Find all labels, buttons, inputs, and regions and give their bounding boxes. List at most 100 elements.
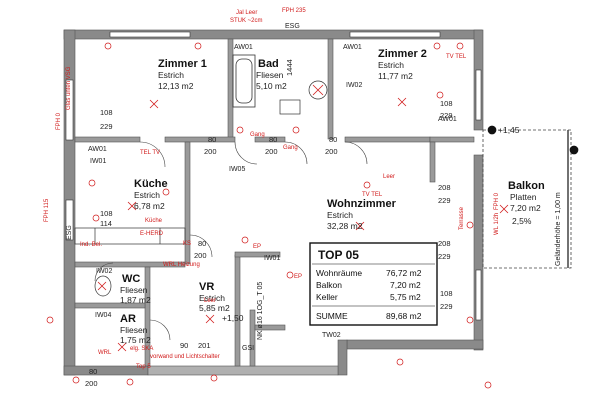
- anno-ep-1: EP: [253, 244, 261, 250]
- anno-fph235: FPH 235: [282, 8, 306, 14]
- room-name-zimmer-1: Zimmer 1: [158, 58, 207, 70]
- outlet-symbols: [46, 42, 579, 389]
- room-area-zimmer-2: 11,77 m2: [378, 71, 413, 81]
- anno-wrl-2: WRL: [98, 350, 112, 356]
- anno-vorwand: vorwand und Lichtschalter: [150, 354, 220, 360]
- dim-200-a: 200: [204, 147, 217, 156]
- summary-total-value: 89,68 m2: [386, 311, 422, 321]
- summary-label-wohnraeume: Wohnräume: [316, 268, 362, 278]
- room-area-vr: 5,85 m2: [199, 303, 230, 313]
- electrical-annotations: FPH 235 STUK ~2cm Jal Leer FPH 0 FPH 115…: [44, 8, 500, 370]
- room-floor-wc: Fliesen: [120, 285, 148, 295]
- level-marker-2: +1,50: [222, 313, 244, 323]
- room-zimmer-2: Zimmer 2 Estrich 11,77 m2: [378, 48, 427, 81]
- room-zimmer-1: Zimmer 1 Estrich 12,13 m2: [158, 58, 207, 91]
- dim-80-d: 80: [198, 239, 206, 248]
- summary-label-keller: Keller: [316, 292, 338, 302]
- tag-iw01-a: IW01: [90, 158, 106, 165]
- anno-ind-bel: Ind. Bel.: [80, 242, 102, 248]
- room-floor-wohnzimmer: Estrich: [327, 210, 353, 220]
- tag-esg-top: ESG: [285, 23, 300, 30]
- dim-200-b: 200: [265, 147, 278, 156]
- anno-ep-2: EP: [294, 274, 302, 280]
- anno-nk-vtr: NK ø16 1OG_T 05: [257, 282, 264, 340]
- room-balkon: Balkon Platten 7,20 m2 2,5% Geländerhöhe…: [508, 180, 562, 266]
- room-vr: VR Estrich 5,85 m2: [199, 281, 230, 313]
- room-name-wohnzimmer: Wohnzimmer: [327, 198, 397, 210]
- dim-108-c: 108: [440, 99, 453, 108]
- anno-top5: Top 5: [136, 364, 151, 370]
- anno-wrl-heizung: WRL Heizung: [163, 262, 200, 268]
- anno-leer-1: Leer: [383, 174, 395, 180]
- dim-80-e: 80: [89, 367, 97, 376]
- dim-114: 114: [100, 219, 112, 228]
- room-area-kueche: 6,78 m2: [134, 201, 165, 211]
- summary-total-label: SUMME: [316, 311, 348, 321]
- dim-108-d: 108: [440, 289, 453, 298]
- anno-gang-2: Gang: [283, 145, 298, 151]
- room-slope-balkon: 2,5%: [512, 216, 532, 226]
- anno-e-herd: E-HERD: [140, 231, 164, 237]
- room-area-wohnzimmer: 32,28 m2: [327, 221, 363, 231]
- room-name-wc: WC: [122, 273, 140, 285]
- dim-80-c: 80: [329, 135, 337, 144]
- room-floor-bad: Fliesen: [256, 70, 284, 80]
- anno-tel-tv: TEL TV: [140, 150, 160, 156]
- dim-200-c: 200: [325, 147, 338, 156]
- summary-value-keller: 5,75 m2: [390, 292, 421, 302]
- room-name-bad: Bad: [258, 58, 279, 70]
- level-marker-1: +1,45: [498, 125, 520, 135]
- anno-ks: KS: [183, 241, 191, 247]
- area-summary-table: TOP 05 Wohnräume 76,72 m2 Balkon 7,20 m2…: [309, 242, 438, 326]
- dim-108-b: 108: [100, 209, 113, 218]
- anno-stuk-top: STUK ~2cm: [230, 18, 263, 24]
- summary-value-balkon: 7,20 m2: [390, 280, 421, 290]
- kitchen-counter: [74, 227, 186, 245]
- dim-229-a: 229: [100, 122, 113, 131]
- dim-200-e: 200: [85, 379, 98, 388]
- room-floor-vr: Estrich: [199, 293, 225, 303]
- room-area-balkon: 7,20 m2: [510, 203, 541, 213]
- dim-80-b: 80: [269, 135, 277, 144]
- anno-gang-1: Gang: [250, 132, 265, 138]
- room-floor-zimmer-1: Estrich: [158, 70, 184, 80]
- anno-fph115: FPH 115: [44, 198, 50, 222]
- summary-title: TOP 05: [318, 248, 359, 262]
- anno-esk: elg. SKA: [130, 346, 153, 352]
- anno-jal-top: Jal Leer: [236, 10, 257, 16]
- dim-90: 90: [180, 341, 188, 350]
- balcony-outline: [482, 129, 572, 269]
- wall-tags: AW01 AW01 AW01 AW01 IW01 IW01 IW02 IW02 …: [66, 23, 457, 339]
- balkon-rail-height: Geländerhöhe = 1,00 m: [555, 192, 562, 266]
- dim-80-a: 80: [208, 135, 216, 144]
- room-kueche: Küche Estrich 6,78 m2: [134, 178, 168, 211]
- room-floor-zimmer-2: Estrich: [378, 60, 404, 70]
- dim-208-b: 208: [438, 239, 451, 248]
- summary-label-balkon: Balkon: [316, 280, 342, 290]
- tag-aw01-c: AW01: [438, 116, 457, 123]
- room-area-wc: 1,87 m2: [120, 295, 151, 305]
- room-name-balkon: Balkon: [508, 180, 545, 192]
- summary-value-wohnraeume: 76,72 m2: [386, 268, 422, 278]
- room-ar: AR Fliesen 1,75 m2: [120, 313, 151, 345]
- room-bad: Bad Fliesen 5,10 m2: [256, 58, 287, 91]
- room-wc: WC Fliesen 1,87 m2: [120, 273, 151, 305]
- room-floor-ar: Fliesen: [120, 325, 148, 335]
- bathtub: [232, 54, 256, 108]
- room-floor-balkon: Platten: [510, 192, 537, 202]
- room-wohnzimmer: Wohnzimmer Estrich 32,28 m2: [327, 198, 397, 231]
- tag-iw05: IW05: [229, 166, 245, 173]
- dim-229-e: 229: [440, 302, 453, 311]
- room-name-vr: VR: [199, 281, 214, 293]
- anno-leer-2: Leer: [204, 298, 216, 304]
- anno-terrasse: Terrasse: [459, 206, 465, 230]
- anno-tv-tel-1: TV TEL: [446, 54, 467, 60]
- tag-aw01-d: AW01: [234, 44, 253, 51]
- room-name-ar: AR: [120, 313, 136, 325]
- dim-208-a: 208: [438, 183, 451, 192]
- dim-201: 201: [198, 341, 211, 350]
- sanitary: [94, 80, 328, 297]
- anno-gsi: GSI: [242, 345, 254, 352]
- tag-iw01-b: IW01: [264, 255, 280, 262]
